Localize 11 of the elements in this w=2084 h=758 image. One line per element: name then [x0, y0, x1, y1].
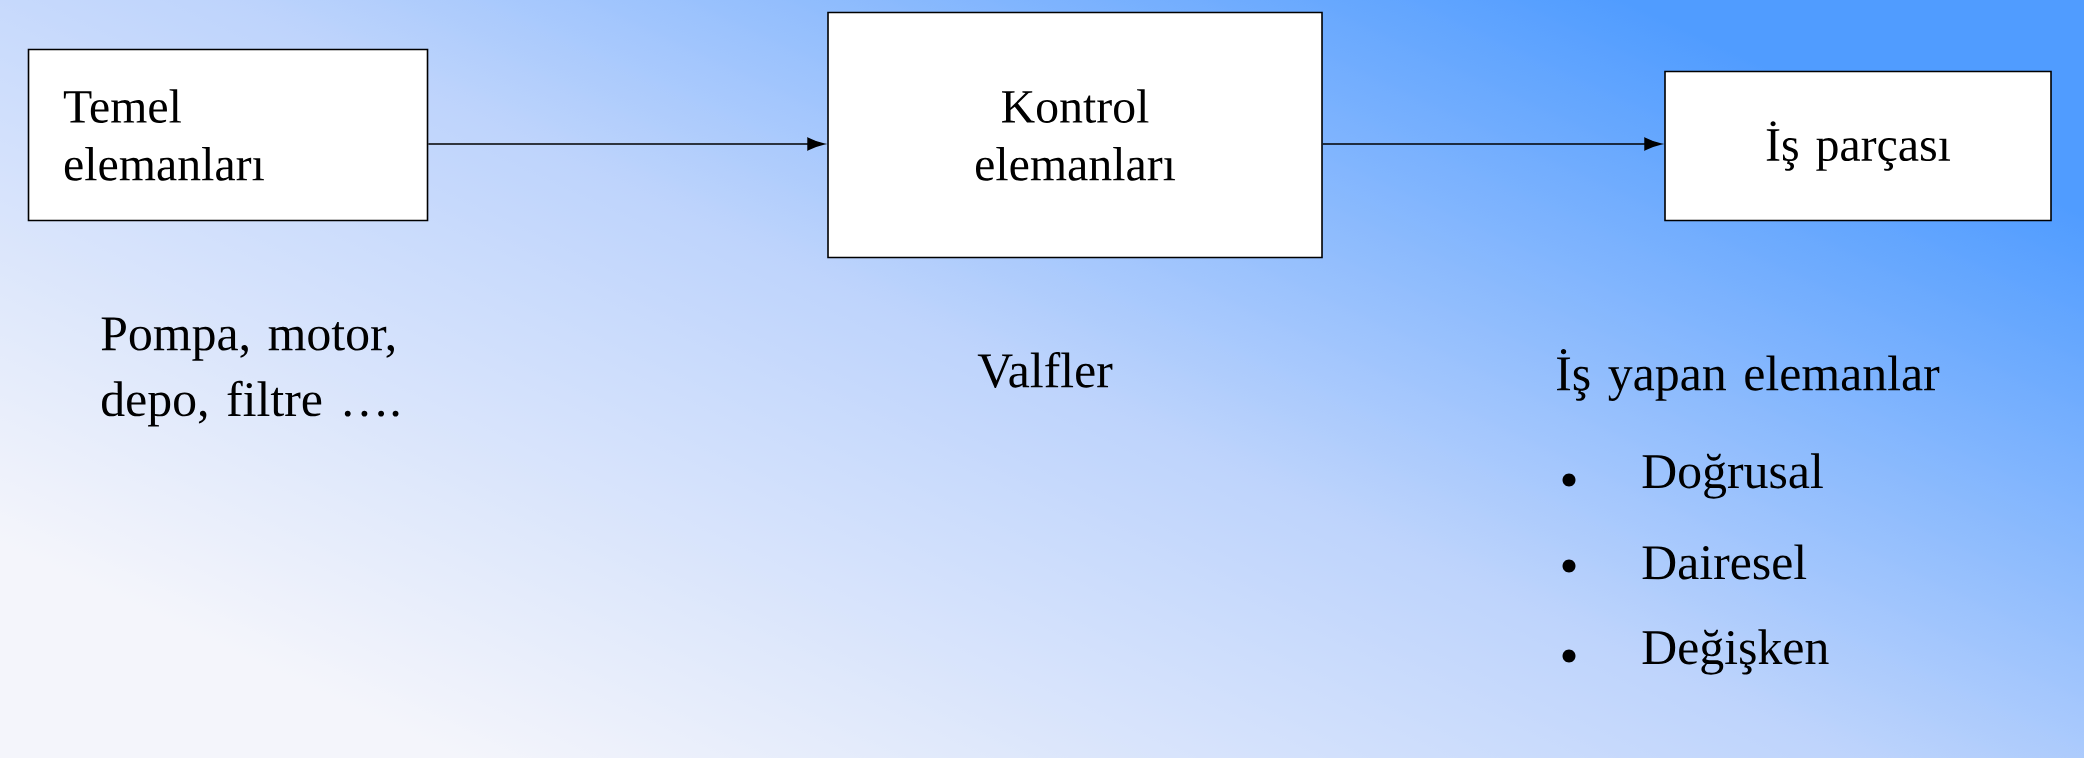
label-text: Doğrusal: [1642, 453, 1823, 499]
arrow: [427, 137, 825, 151]
label-text: Valfler: [977, 352, 1113, 388]
process-box: Temel elemanları: [27, 48, 429, 222]
label-text: Dairesel: [1642, 544, 1807, 580]
process-box: Kontrol elemanları: [827, 11, 1323, 259]
label-text: İş yapan elemanlar: [1557, 349, 1940, 401]
label-text: Pompa, motor, depo, filtre ….: [101, 317, 399, 427]
process-box: İş parçası: [1664, 70, 2052, 222]
arrow: [1322, 137, 1662, 151]
label-text: Değişken: [1642, 629, 1829, 675]
